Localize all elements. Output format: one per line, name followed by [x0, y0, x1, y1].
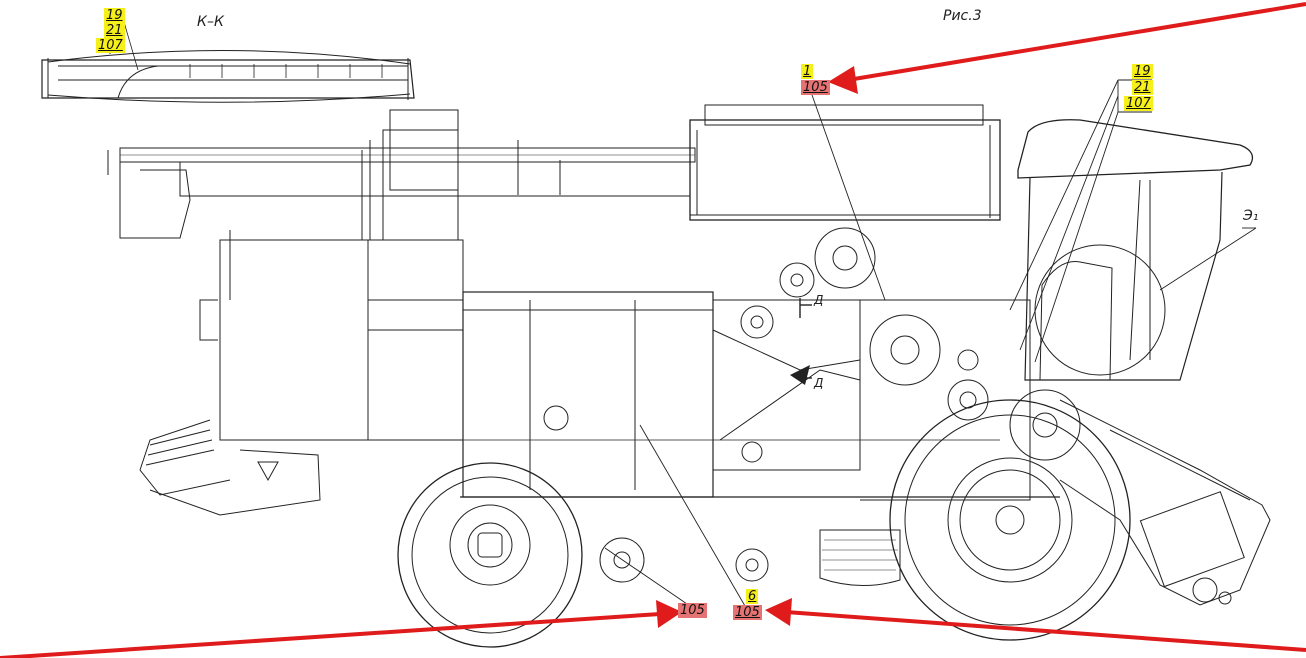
section-title: К–К [197, 14, 224, 30]
leader-lines [109, 24, 1257, 607]
callout-topleft-107: 107 [96, 38, 125, 53]
callout-topleft-19: 19 [104, 8, 125, 23]
main-body-frame [219, 109, 1060, 501]
figure-title: Рис.3 [943, 8, 982, 24]
arrow-top-center [847, 2, 1306, 82]
view-marks [790, 298, 812, 385]
callout-topright-107: 107 [1124, 96, 1153, 111]
header-lifter [139, 230, 321, 516]
pulleys [543, 227, 1081, 583]
e-label: Э₁ [1243, 208, 1259, 224]
grain-tank [689, 104, 1001, 221]
unloading-auger [107, 140, 696, 239]
section-kk-detail [41, 21, 415, 103]
callout-bottomcenter-105: 105 [733, 605, 762, 620]
operator-cabin [1017, 119, 1254, 381]
rear-wheel [397, 462, 583, 648]
front-wheel [889, 399, 1131, 641]
callout-topright-21: 21 [1132, 80, 1153, 95]
chopper-unit [1059, 399, 1271, 606]
engine-grille [819, 529, 901, 586]
view-mark-d-2: Д [814, 376, 824, 390]
callout-topcenter-1: 1 [801, 64, 814, 79]
callout-bottomleft-105: 105 [678, 603, 707, 618]
callout-topcenter-105: 105 [801, 80, 830, 95]
callout-topright-19: 19 [1132, 64, 1153, 79]
callout-topleft-21: 21 [104, 23, 125, 38]
callout-bottomcenter-6: 6 [746, 589, 759, 604]
arrow-bottom-left [0, 612, 661, 658]
arrow-bottom-right [785, 610, 1306, 652]
view-mark-d-1: Д [814, 293, 824, 307]
